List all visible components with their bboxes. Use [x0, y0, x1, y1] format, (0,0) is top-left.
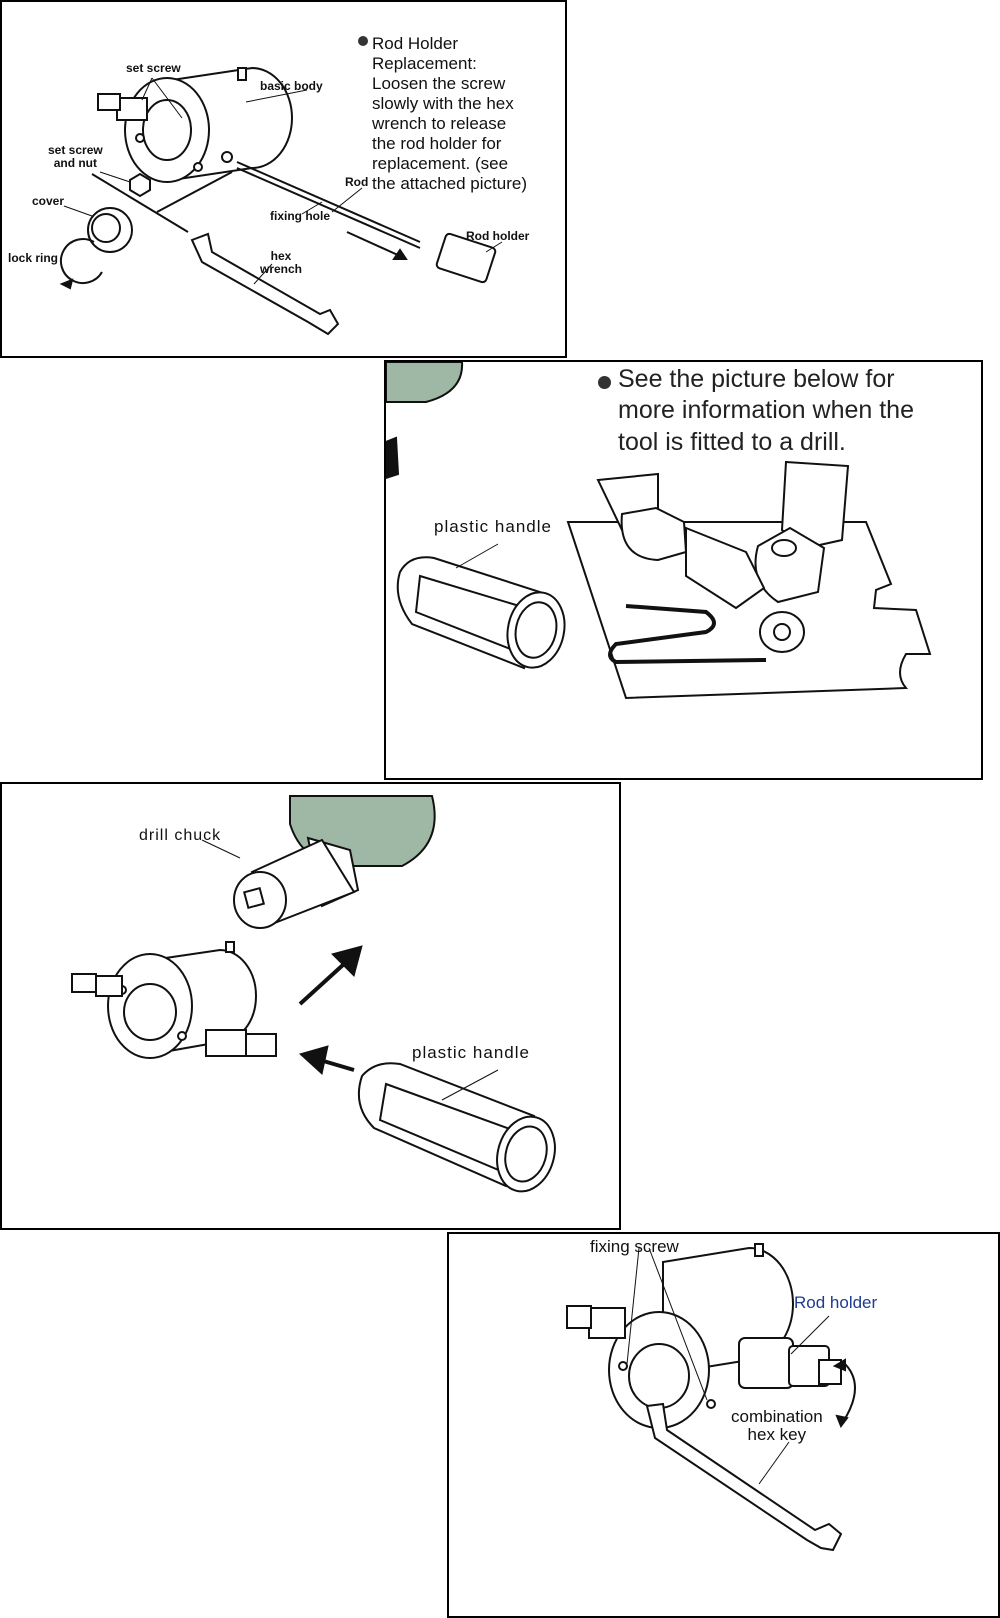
drill-body-shape [685, 526, 766, 610]
fitted-to-drill-note: See the picture below for more informati… [618, 364, 914, 458]
stud-tip [97, 93, 121, 111]
lock-ring-shape [59, 238, 103, 285]
body-bore [142, 99, 192, 161]
note-line: tool is fitted to a drill. [618, 427, 846, 456]
panel-fitted-to-drill: plastic handle See the picture below for… [384, 360, 983, 780]
note-line: slowly with the hex [372, 94, 514, 114]
note-line: Replacement: [372, 54, 477, 74]
label-basic-body: basic body [260, 79, 323, 93]
body-bore [628, 1343, 690, 1409]
hex-wrench-shape [190, 232, 340, 336]
fixing-screw-hole-right [706, 1399, 716, 1409]
combination-hex-key-shape [645, 1402, 843, 1552]
drill-corner-shape [386, 362, 464, 403]
arrow-left [319, 1058, 355, 1072]
label-fixing-screw: fixing screw [590, 1237, 679, 1256]
nut-shape [129, 172, 151, 198]
rod-holder-shape [738, 1337, 842, 1389]
note-line: Rod Holder [372, 34, 458, 53]
rod-holder-shape [435, 232, 497, 284]
left-stud [588, 1307, 626, 1339]
label-lock-ring: lock ring [8, 251, 59, 265]
side-screw-hole [221, 151, 233, 163]
label-rod-holder: Rod holder [794, 1293, 878, 1312]
rod-holder-detail-diagram [566, 1243, 856, 1552]
bullet-dot [358, 36, 368, 46]
top-pin [237, 67, 247, 81]
label-set-screw-and-nut: set screw and nut [48, 143, 103, 170]
attach-diagram [71, 795, 556, 1193]
arrow-down-left [59, 278, 74, 290]
plastic-handle-shape [358, 1062, 556, 1193]
plastic-handle-shape [396, 556, 566, 670]
exploded-diagram [59, 66, 503, 336]
top-pin [754, 1243, 764, 1257]
label-rod: Rod [345, 175, 369, 189]
note-line: See the picture below for [618, 365, 895, 393]
threaded-stud [116, 97, 148, 121]
label-cover: cover [32, 194, 65, 208]
label-rod-holder: Rod holder [466, 229, 530, 243]
note-line: replacement. (see [372, 154, 509, 174]
rotate-arrow [842, 1361, 856, 1423]
panel-rod-holder-detail: fixing screw Rod holder combination hex … [447, 1232, 1000, 1618]
note-line: the rod holder for [372, 134, 502, 154]
set-screw-hole-right [193, 162, 203, 172]
arrow-right [346, 231, 401, 257]
note-line: Loosen the screw [372, 74, 506, 94]
panel-rod-holder-replacement: set screw basic body set screw and nut c… [0, 0, 567, 358]
label-set-screw: set screw [126, 61, 181, 75]
label-fixing-hole: fixing hole [270, 209, 330, 223]
rod-holder-replacement-note: Rod Holder Replacement: Loosen the screw… [372, 34, 527, 194]
note-line: wrench to release [372, 114, 507, 134]
note-line: more information when the [618, 396, 914, 425]
label-hex-wrench: hex wrench [260, 249, 303, 276]
right-arm-shape [780, 460, 850, 550]
panel-attach-to-drill: drill chuck plastic handle [0, 782, 621, 1230]
label-combination-hex-key: combination hex key [731, 1407, 823, 1444]
fixing-screw-hole-left [618, 1361, 628, 1371]
left-stud-tip [566, 1305, 592, 1329]
drill-usage-diagram [386, 362, 932, 700]
note-line: the attached picture) [372, 174, 527, 194]
rod-line [236, 161, 421, 243]
label-drill-chuck: drill chuck [139, 827, 222, 844]
basic-body-shape [71, 941, 277, 1059]
sheet-metal-shape [566, 521, 932, 700]
drill-chuck-shape [233, 836, 360, 929]
arrow-up-right [298, 962, 346, 1006]
set-screw-hole-left [135, 133, 145, 143]
cut-path [608, 604, 767, 665]
label-plastic-handle: plastic handle [412, 1043, 530, 1062]
bullet-dot [598, 376, 611, 389]
label-plastic-handle: plastic handle [434, 517, 552, 536]
